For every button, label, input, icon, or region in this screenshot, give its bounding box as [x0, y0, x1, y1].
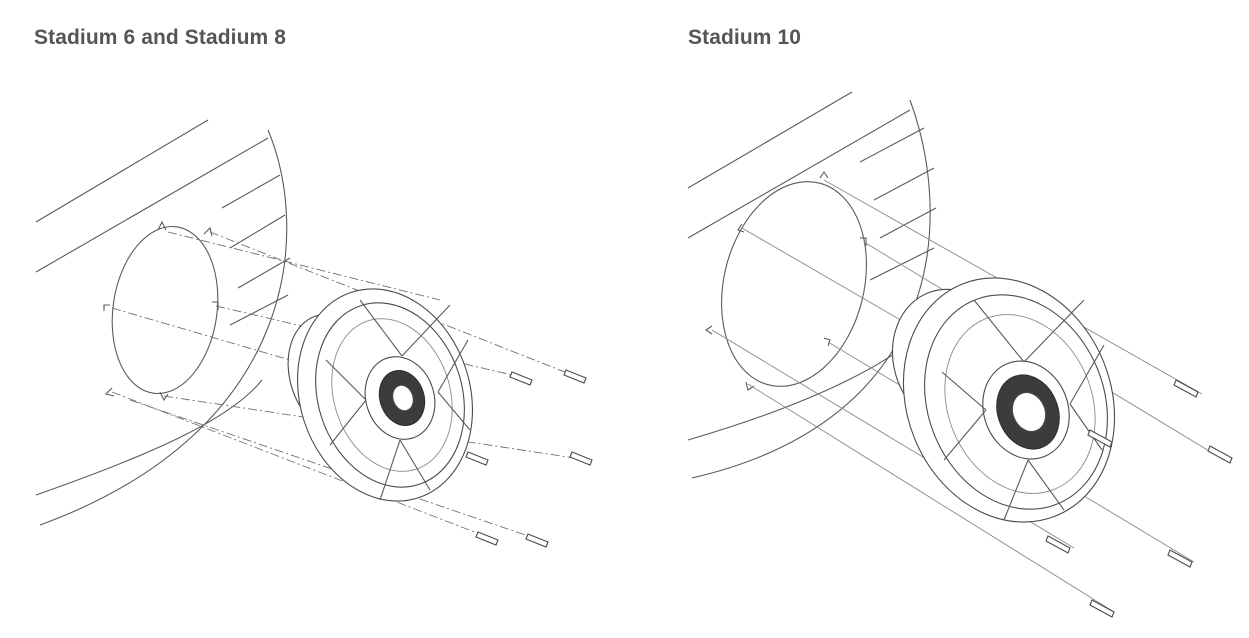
diagram-title: Stadium 6 and Stadium 8: [34, 26, 287, 49]
screws: [1045, 379, 1233, 618]
panel-stadium-6-8: Stadium 6 and Stadium 8: [0, 0, 624, 638]
mounting-surface: [687, 91, 937, 479]
mounting-surface: [35, 119, 291, 526]
mounting-cutout: [705, 171, 867, 391]
panel-stadium-10: Stadium 10: [624, 0, 1249, 638]
diagram-title: Stadium 10: [688, 26, 802, 49]
installation-diagram-stadium-6-8: [35, 119, 593, 548]
speaker-stadium-6-8: [287, 288, 474, 502]
mounting-cutout: [103, 220, 219, 402]
speaker-stadium-10: [891, 277, 1116, 523]
installation-diagram-stadium-10: [687, 91, 1233, 618]
screws: [465, 369, 593, 548]
